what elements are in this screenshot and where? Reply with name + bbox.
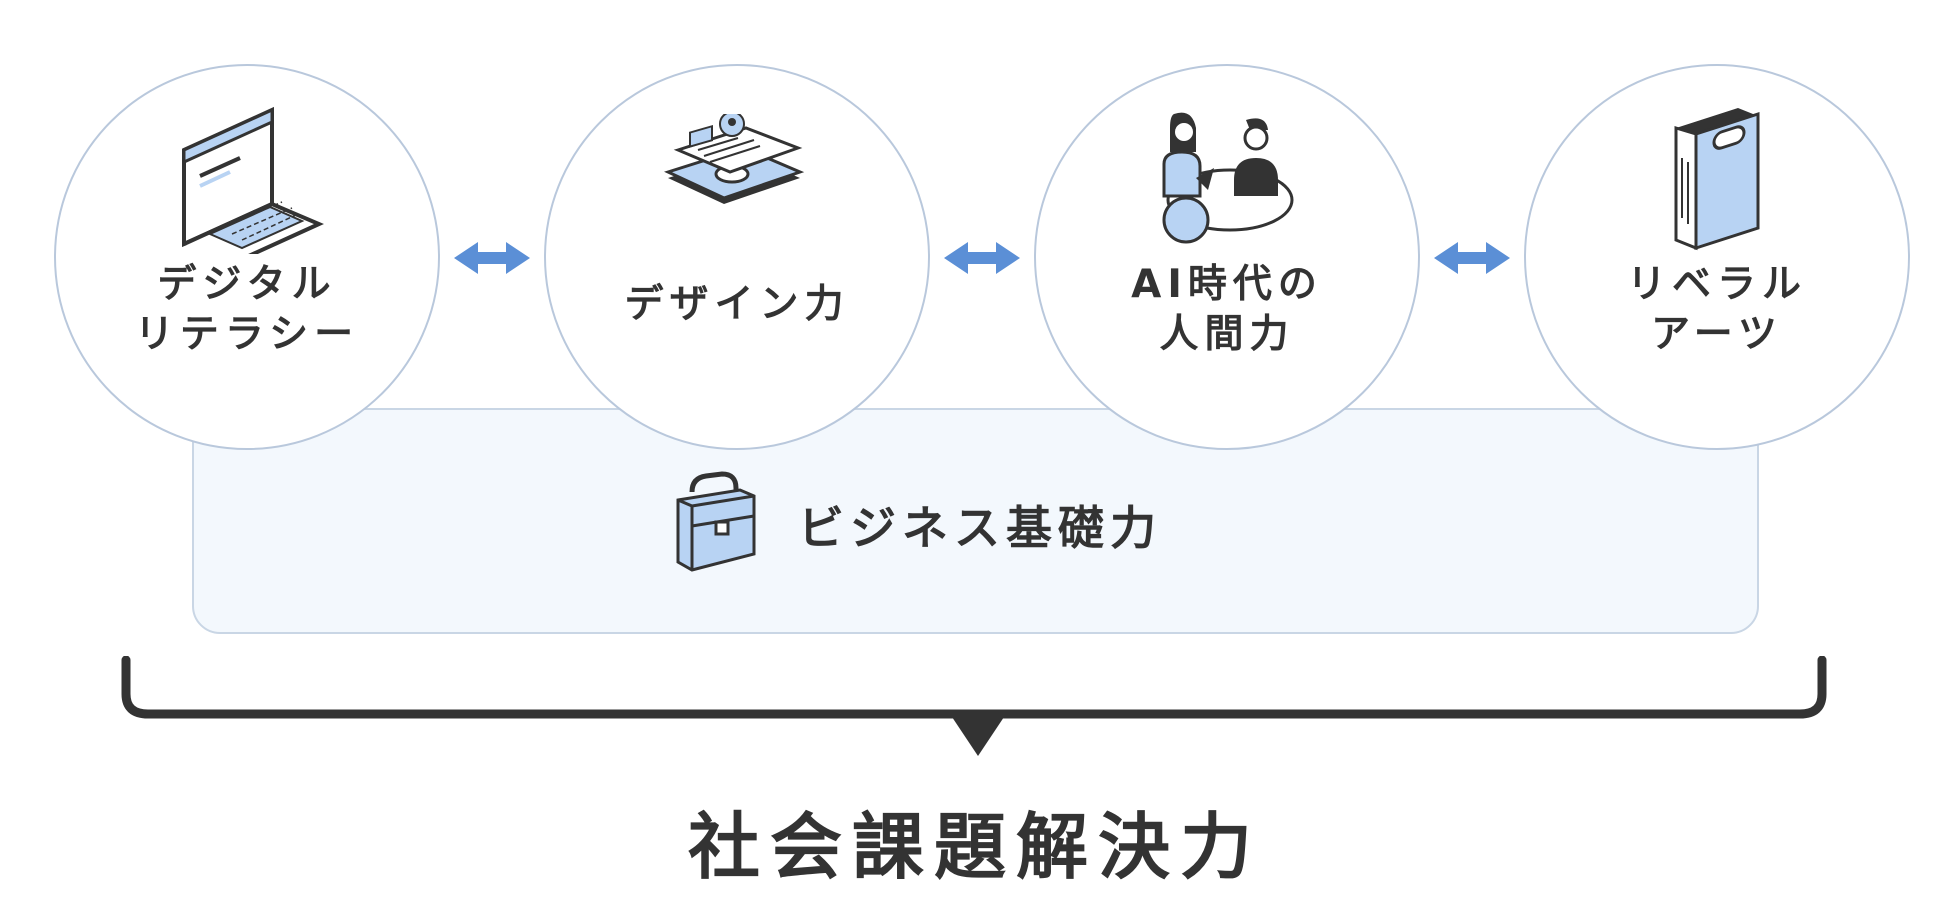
business-foundation-panel — [192, 408, 1759, 634]
skill-circle-liberal: リベラル アーツ — [1524, 64, 1910, 450]
skill-label-line: 人間力 — [1159, 312, 1295, 357]
laptop-icon — [182, 106, 324, 254]
bidirectional-arrow-icon — [454, 242, 530, 274]
skill-label-line: AI時代の — [1131, 262, 1323, 307]
skill-label-line: リベラル — [1626, 262, 1807, 307]
people-meeting-icon — [1162, 112, 1294, 244]
skill-label-ai: AI時代の 人間力 — [1036, 260, 1418, 360]
bracket-connector — [121, 656, 1827, 756]
business-foundation: ビジネス基礎力 — [670, 470, 1162, 580]
bidirectional-arrow-icon — [1434, 242, 1510, 274]
briefcase-icon — [676, 471, 756, 572]
skill-label-line: アーツ — [1651, 312, 1783, 357]
skill-circle-digital: デジタル リテラシー — [54, 64, 440, 450]
skill-label-liberal: リベラル アーツ — [1526, 260, 1908, 360]
skill-label-line: デザイン力 — [624, 282, 850, 327]
business-foundation-label: ビジネス基礎力 — [798, 501, 1162, 555]
book-icon — [1674, 108, 1760, 251]
design-tablet-icon — [664, 114, 805, 204]
skill-circle-design: デザイン力 — [544, 64, 930, 450]
skill-label-digital: デジタル リテラシー — [56, 260, 438, 360]
social-problem-solving-label: 社会課題解決力 — [687, 805, 1262, 889]
skill-circle-ai: AI時代の 人間力 — [1034, 64, 1420, 450]
bidirectional-arrow-icon — [944, 242, 1020, 274]
skill-label-line: リテラシー — [134, 312, 360, 357]
skill-label-line: デジタル — [157, 262, 337, 307]
skill-label-design: デザイン力 — [546, 280, 928, 330]
